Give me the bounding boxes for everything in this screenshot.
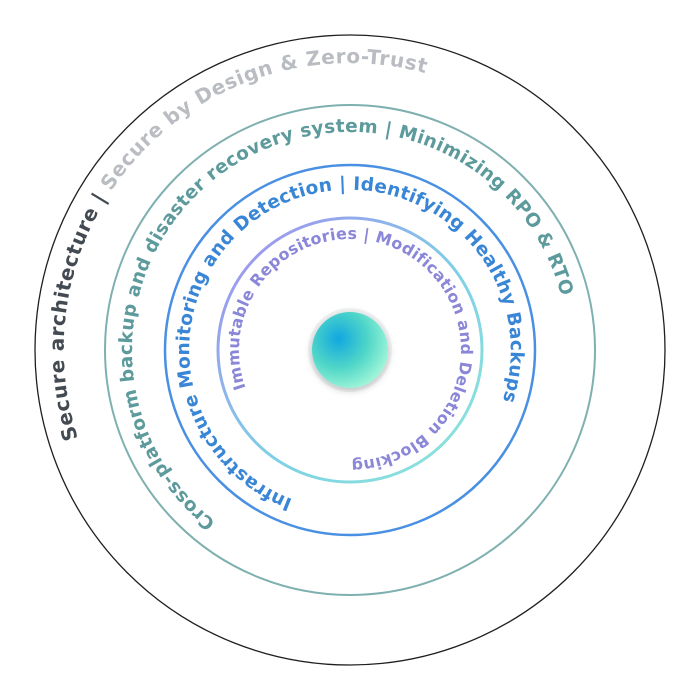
second-ring — [104, 104, 596, 596]
outer-ring-label-part-1: Secure architecture | — [45, 181, 116, 444]
inner-ring — [216, 216, 484, 484]
third-ring — [163, 163, 537, 537]
core-sphere — [312, 312, 388, 388]
outer-ring — [34, 34, 666, 666]
